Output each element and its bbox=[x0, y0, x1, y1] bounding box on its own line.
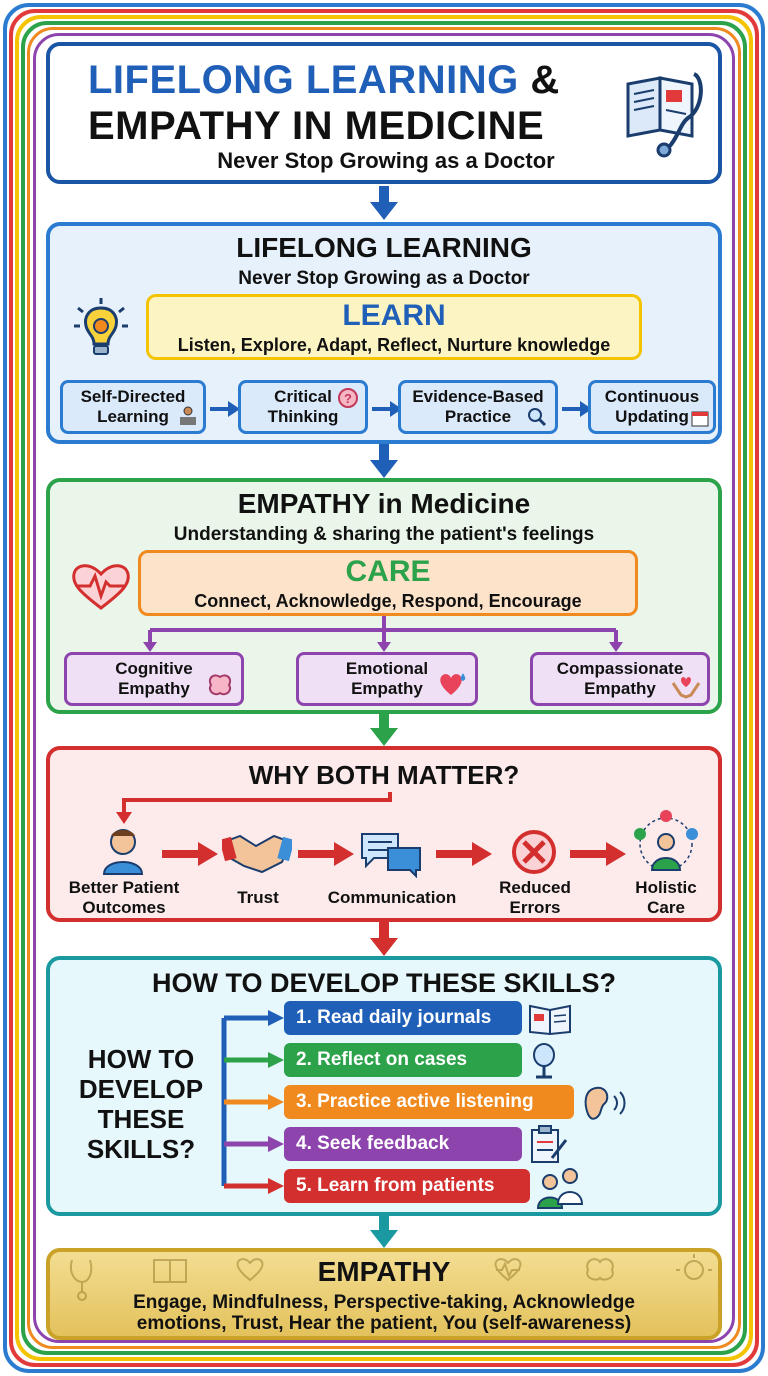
patient-icon bbox=[102, 829, 144, 875]
why-arrow-3 bbox=[436, 842, 492, 866]
why-arrow-4 bbox=[570, 842, 626, 866]
empathy-type-compassionate: Compassionate Empathy bbox=[530, 652, 710, 706]
lightbulb-gear-icon bbox=[74, 298, 128, 355]
develop-step-2: 2. Reflect on cases bbox=[284, 1043, 522, 1077]
doctor-patient-icon bbox=[536, 1168, 584, 1209]
develop-step-3: 3. Practice active listening bbox=[284, 1085, 574, 1119]
why-arrow-1 bbox=[162, 842, 218, 866]
develop-step-1: 1. Read daily journals bbox=[284, 1001, 522, 1035]
open-book-icon bbox=[529, 1004, 571, 1036]
outcome-trust: Trust bbox=[237, 888, 279, 907]
calendar-icon bbox=[691, 411, 709, 427]
lifelong-learning-panel: LIFELONG LEARNING Never Stop Growing as … bbox=[46, 222, 722, 444]
learn-acronym-expansion: Listen, Explore, Adapt, Reflect, Nurture… bbox=[177, 335, 611, 355]
learning-subtitle: Never Stop Growing as a Doctor bbox=[238, 268, 530, 289]
title-line-1: LIFELONG LEARNING & bbox=[88, 58, 560, 102]
holistic-person-icon bbox=[634, 810, 698, 871]
arrow-down-3 bbox=[370, 714, 398, 746]
why-return-arrow bbox=[116, 792, 392, 824]
care-acronym-box: CARE Connect, Acknowledge, Respond, Enco… bbox=[138, 550, 638, 616]
arrow-down-4 bbox=[370, 922, 398, 956]
title-line-2: EMPATHY IN MEDICINE bbox=[88, 104, 545, 148]
learn-acronym: LEARN bbox=[342, 299, 446, 332]
empathy-subtitle: Understanding & sharing the patient's fe… bbox=[173, 524, 595, 545]
mirror-icon bbox=[533, 1043, 555, 1079]
empathy-title: EMPATHY in Medicine bbox=[237, 488, 531, 519]
arrow-down-1 bbox=[370, 186, 398, 220]
footer-decorative-icons bbox=[70, 1254, 712, 1301]
learning-step-critical-thinking: Critical Thinking ? bbox=[238, 380, 368, 434]
empathy-branch-connectors bbox=[143, 616, 623, 652]
develop-step-4: 4. Seek feedback bbox=[284, 1127, 522, 1161]
title-panel: LIFELONG LEARNING & EMPATHY IN MEDICINE … bbox=[46, 42, 722, 184]
svg-text:?: ? bbox=[344, 391, 352, 406]
empathy-panel: EMPATHY in Medicine Understanding & shar… bbox=[46, 478, 722, 714]
why-title: WHY BOTH MATTER? bbox=[248, 760, 520, 790]
outcome-reduced-errors: Reduced Errors bbox=[499, 878, 571, 917]
footer-text: Engage, Mindfulness, Perspective-taking,… bbox=[133, 1292, 635, 1334]
speech-bubbles-icon bbox=[361, 833, 421, 878]
title-subtitle: Never Stop Growing as a Doctor bbox=[217, 148, 555, 173]
clipboard-icon bbox=[531, 1125, 568, 1163]
care-acronym: CARE bbox=[345, 555, 431, 588]
learning-step-continuous-updating: Continuous Updating bbox=[588, 380, 716, 434]
outcome-communication: Communication bbox=[327, 888, 457, 907]
learning-step-self-directed: Self-Directed Learning bbox=[60, 380, 206, 434]
arrow-down-5 bbox=[370, 1216, 398, 1248]
why-arrow-2 bbox=[298, 842, 354, 866]
brain-icon bbox=[209, 674, 231, 696]
empathy-type-emotional: Emotional Empathy bbox=[296, 652, 478, 706]
outcome-holistic-care: Holistic Care bbox=[635, 878, 697, 917]
arrow-down-2 bbox=[370, 444, 398, 478]
head-question-icon: ? bbox=[338, 388, 358, 408]
student-laptop-icon bbox=[180, 406, 196, 425]
learning-arrow-1 bbox=[210, 401, 240, 417]
learning-arrow-3 bbox=[562, 401, 592, 417]
heartbeat-icon bbox=[72, 564, 130, 610]
develop-step-5: 5. Learn from patients bbox=[284, 1169, 530, 1203]
cross-circle-icon bbox=[512, 830, 556, 874]
handshake-icon bbox=[222, 834, 292, 874]
empathy-acronym-footer: EMPATHY Engage, Mindfulness, Perspective… bbox=[46, 1248, 722, 1340]
develop-branch-connectors bbox=[221, 1010, 284, 1194]
hands-heart-icon bbox=[671, 677, 701, 699]
empathy-type-cognitive: Cognitive Empathy bbox=[64, 652, 244, 706]
ear-icon bbox=[584, 1086, 626, 1120]
learn-acronym-box: LEARN Listen, Explore, Adapt, Reflect, N… bbox=[146, 294, 642, 360]
why-both-matter-panel: WHY BOTH MATTER? Better Patient Outcomes… bbox=[46, 746, 722, 922]
book-stethoscope-icon bbox=[626, 72, 703, 158]
magnifier-icon bbox=[528, 408, 547, 427]
footer-title: EMPATHY bbox=[317, 1256, 451, 1287]
outcome-better-patient: Better Patient Outcomes bbox=[68, 878, 180, 917]
learning-title: LIFELONG LEARNING bbox=[236, 232, 532, 263]
develop-title: HOW TO DEVELOP THESE SKILLS? bbox=[151, 968, 617, 998]
care-acronym-expansion: Connect, Acknowledge, Respond, Encourage bbox=[194, 591, 582, 611]
learning-step-evidence-based: Evidence-Based Practice bbox=[398, 380, 558, 434]
heart-drop-icon bbox=[440, 673, 466, 695]
develop-skills-panel: HOW TO DEVELOP THESE SKILLS? HOW TO DEVE… bbox=[46, 956, 722, 1216]
learning-arrow-2 bbox=[372, 401, 402, 417]
develop-side-label: HOW TO DEVELOP THESE SKILLS? bbox=[78, 1044, 204, 1164]
